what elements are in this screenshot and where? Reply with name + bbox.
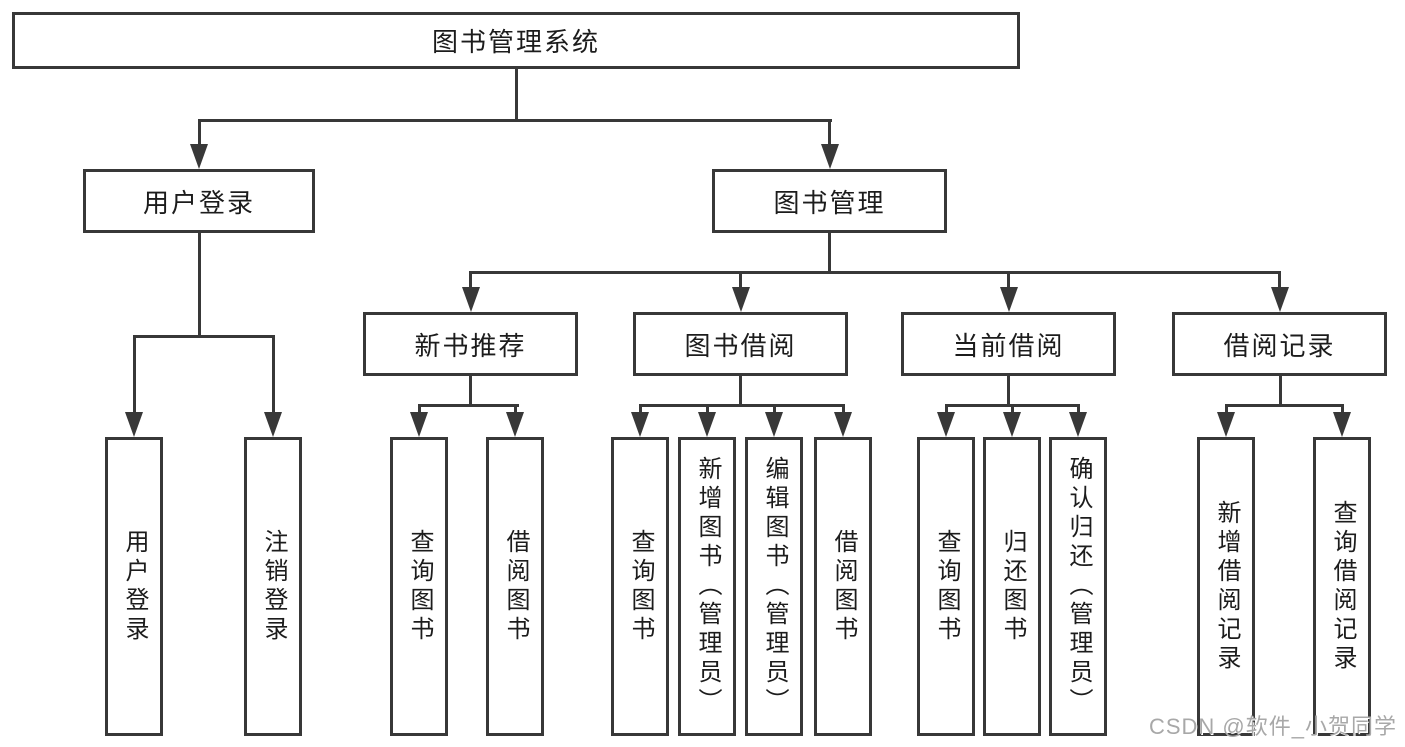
connector-line bbox=[1278, 271, 1281, 290]
connector-line bbox=[1007, 271, 1010, 290]
node-label: 借阅记录 bbox=[1223, 330, 1336, 361]
arrow-down-icon bbox=[1217, 412, 1235, 437]
connector-line bbox=[132, 335, 275, 338]
leaf-label: 借阅图书 bbox=[502, 528, 529, 645]
leaf-confirm-return-admin: 确认归还（管理员） bbox=[1049, 437, 1107, 736]
arrow-down-icon bbox=[1271, 287, 1289, 312]
arrow-down-icon bbox=[461, 287, 480, 312]
connector-line bbox=[1010, 404, 1014, 414]
node-label: 图书管理系统 bbox=[431, 27, 600, 57]
leaf-label: 注销登录 bbox=[260, 528, 287, 645]
connector-line bbox=[271, 335, 275, 414]
arrow-down-icon bbox=[190, 144, 208, 169]
leaf-add-borrow-record: 新增借阅记录 bbox=[1197, 437, 1255, 736]
connector-line bbox=[469, 271, 1281, 274]
connector-line bbox=[417, 404, 421, 414]
arrow-down-icon bbox=[937, 412, 955, 437]
connector-line bbox=[1340, 404, 1344, 414]
arrow-down-icon bbox=[1069, 412, 1087, 437]
node-new-book-recommendation: 新书推荐 bbox=[363, 312, 578, 376]
node-current-borrowing: 当前借阅 bbox=[901, 312, 1116, 376]
connector-line bbox=[705, 404, 709, 414]
arrow-down-icon bbox=[1003, 412, 1021, 437]
connector-line bbox=[514, 68, 518, 121]
connector-line bbox=[739, 271, 742, 290]
arrow-down-icon bbox=[410, 412, 428, 437]
connector-line bbox=[1224, 404, 1228, 414]
leaf-label: 查询图书 bbox=[627, 528, 654, 645]
node-label: 新书推荐 bbox=[414, 330, 527, 361]
csdn-watermark: CSDN @软件_小贺同学 bbox=[1148, 714, 1397, 739]
connector-line bbox=[638, 404, 845, 407]
connector-line bbox=[944, 404, 948, 414]
leaf-return-book: 归还图书 bbox=[983, 437, 1041, 736]
leaf-query-books-recommend: 查询图书 bbox=[390, 437, 448, 736]
connector-line bbox=[1076, 404, 1080, 414]
connector-line bbox=[828, 119, 831, 147]
leaf-label: 新增图书（管理员） bbox=[694, 456, 721, 717]
leaf-label: 查询图书 bbox=[933, 528, 960, 645]
connector-line bbox=[772, 404, 776, 414]
connector-line bbox=[1007, 375, 1010, 406]
leaf-label: 编辑图书（管理员） bbox=[761, 456, 788, 717]
connector-line bbox=[469, 271, 472, 290]
arrow-down-icon bbox=[765, 412, 783, 437]
arrow-down-icon bbox=[698, 412, 716, 437]
leaf-edit-book-admin: 编辑图书（管理员） bbox=[745, 437, 803, 736]
connector-line bbox=[638, 404, 642, 414]
arrow-down-icon bbox=[264, 412, 282, 437]
connector-line bbox=[197, 119, 832, 122]
leaf-label: 用户登录 bbox=[121, 528, 148, 645]
leaf-query-books-current: 查询图书 bbox=[917, 437, 975, 736]
leaf-label: 归还图书 bbox=[999, 528, 1026, 645]
node-borrowing-records: 借阅记录 bbox=[1172, 312, 1387, 376]
leaf-query-books-borrowing: 查询图书 bbox=[611, 437, 669, 736]
arrow-down-icon bbox=[731, 287, 750, 312]
node-book-management-branch: 图书管理 bbox=[712, 169, 947, 233]
connector-line bbox=[1224, 404, 1344, 407]
arrow-down-icon bbox=[506, 412, 524, 437]
leaf-label: 确认归还（管理员） bbox=[1065, 456, 1092, 717]
connector-line bbox=[841, 404, 845, 414]
leaf-query-borrow-record: 查询借阅记录 bbox=[1313, 437, 1371, 736]
node-label: 图书管理 bbox=[773, 187, 886, 218]
leaf-label: 查询图书 bbox=[406, 528, 433, 645]
connector-line bbox=[828, 233, 831, 274]
node-library-management-system: 图书管理系统 bbox=[12, 12, 1020, 69]
arrow-down-icon bbox=[631, 412, 649, 437]
leaf-borrow-books-recommend: 借阅图书 bbox=[486, 437, 544, 736]
connector-line bbox=[197, 233, 201, 338]
leaf-logout: 注销登录 bbox=[244, 437, 302, 736]
node-user-login-branch: 用户登录 bbox=[83, 169, 315, 233]
node-label: 用户登录 bbox=[142, 187, 255, 218]
connector-line bbox=[132, 335, 136, 414]
node-label: 图书借阅 bbox=[684, 330, 797, 361]
leaf-label: 新增借阅记录 bbox=[1213, 499, 1240, 674]
connector-line bbox=[1278, 375, 1282, 406]
connector-line bbox=[469, 375, 472, 406]
arrow-down-icon bbox=[820, 144, 839, 169]
connector-line bbox=[197, 119, 201, 147]
connector-line bbox=[739, 375, 742, 406]
arrow-down-icon bbox=[1333, 412, 1351, 437]
connector-line bbox=[513, 404, 517, 414]
connector-line bbox=[417, 404, 519, 407]
leaf-borrow-books-borrowing: 借阅图书 bbox=[814, 437, 872, 736]
leaf-label: 借阅图书 bbox=[830, 528, 857, 645]
leaf-label: 查询借阅记录 bbox=[1329, 499, 1356, 674]
node-label: 当前借阅 bbox=[952, 330, 1065, 361]
leaf-user-login: 用户登录 bbox=[105, 437, 163, 736]
arrow-down-icon bbox=[125, 412, 143, 437]
leaf-add-book-admin: 新增图书（管理员） bbox=[678, 437, 736, 736]
arrow-down-icon bbox=[999, 287, 1018, 312]
arrow-down-icon bbox=[834, 412, 852, 437]
node-book-borrowing: 图书借阅 bbox=[633, 312, 848, 376]
